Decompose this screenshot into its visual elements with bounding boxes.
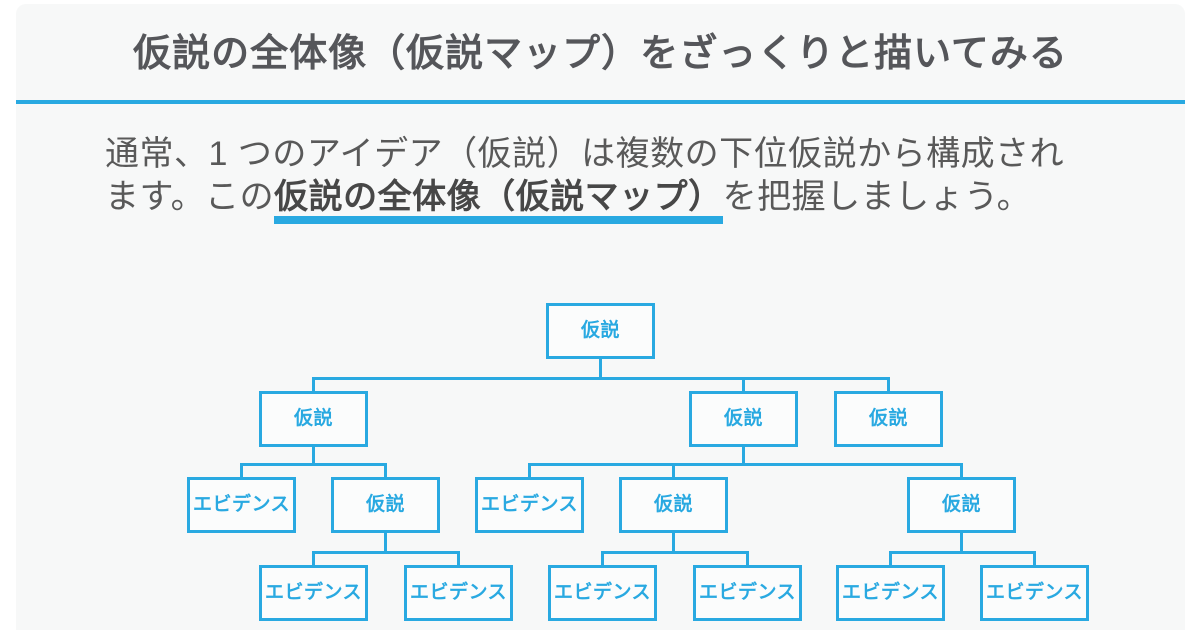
tree-connector-line (599, 359, 602, 380)
body-line2-prefix: ます。この (105, 178, 275, 216)
tree-connector-line (889, 551, 892, 565)
tree-connector-line (672, 463, 675, 477)
tree-connector-line (528, 463, 531, 477)
tree-node-b: 仮説 (689, 391, 798, 447)
tree-node-b2b: エビデンス (693, 565, 802, 621)
tree-node-b3a: エビデンス (836, 565, 945, 621)
tree-connector-line (960, 463, 963, 477)
tree-connector-line (672, 533, 675, 554)
tree-connector-line (960, 533, 963, 554)
tree-connector-line (887, 377, 890, 391)
tree-connector-line (240, 463, 243, 477)
body-line2-highlight: 仮説の全体像（仮説マップ） (274, 178, 723, 224)
hypothesis-tree-diagram: 仮説仮説仮説仮説エビデンス仮説エビデンス仮説仮説エビデンスエビデンスエビデンスエ… (16, 4, 1200, 634)
tree-connector-line (1033, 551, 1036, 565)
tree-connector-line (528, 463, 963, 466)
tree-connector-line (742, 377, 745, 391)
tree-node-b1: エビデンス (475, 477, 584, 533)
tree-connector-line (746, 551, 749, 565)
tree-connector-line (889, 551, 1036, 554)
tree-node-a2a: エビデンス (259, 565, 368, 621)
body-line1: 通常、1 つのアイデア（仮説）は複数の下位仮説から構成され (105, 135, 1065, 173)
tree-node-a2b: エビデンス (404, 565, 513, 621)
tree-node-a1: エビデンス (187, 477, 296, 533)
title-underline-rule (16, 100, 1185, 104)
tree-connector-line (240, 463, 387, 466)
tree-node-c: 仮説 (834, 391, 943, 447)
tree-node-b3: 仮説 (907, 477, 1016, 533)
tree-node-b2: 仮説 (619, 477, 728, 533)
tree-connector-line (384, 533, 387, 554)
tree-connector-line (457, 551, 460, 565)
tree-node-a2: 仮説 (331, 477, 440, 533)
tree-connector-line (312, 377, 315, 391)
body-line2-suffix: を把握しましょう。 (722, 178, 1032, 216)
slide-card: 仮説の全体像（仮説マップ）をざっくりと描いてみる 通常、1 つのアイデア（仮説）… (16, 4, 1185, 630)
tree-node-b2a: エビデンス (548, 565, 657, 621)
tree-connector-line (742, 447, 745, 466)
tree-connector-line (312, 447, 315, 466)
tree-node-b3b: エビデンス (980, 565, 1089, 621)
tree-connector-line (601, 551, 749, 554)
body-paragraph: 通常、1 つのアイデア（仮説）は複数の下位仮説から構成されます。この仮説の全体像… (105, 133, 1065, 224)
tree-node-root: 仮説 (546, 303, 655, 359)
tree-node-a: 仮説 (259, 391, 368, 447)
tree-connector-line (312, 377, 890, 380)
tree-connector-line (312, 551, 460, 554)
tree-connector-line (384, 463, 387, 477)
tree-connector-line (601, 551, 604, 565)
slide-title: 仮説の全体像（仮説マップ）をざっくりと描いてみる (133, 33, 1068, 75)
tree-connector-line (312, 551, 315, 565)
